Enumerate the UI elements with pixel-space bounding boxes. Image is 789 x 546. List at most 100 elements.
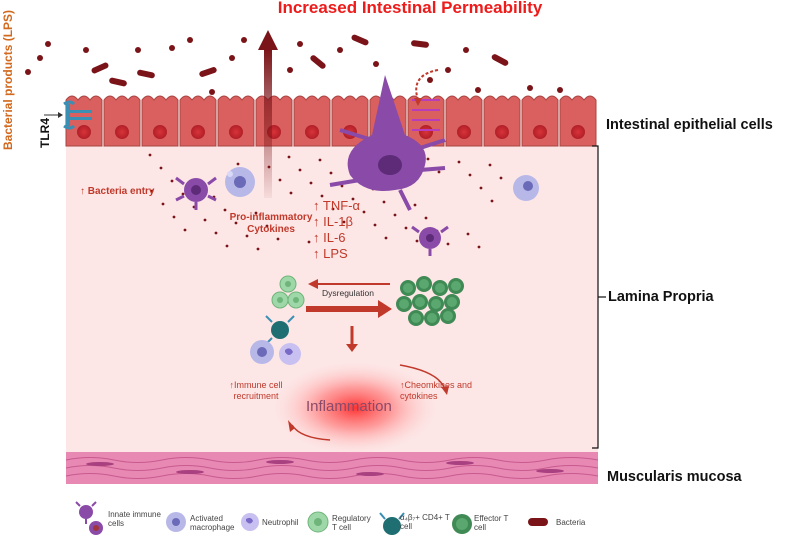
- translocated-bacterium: [437, 170, 441, 174]
- translocated-bacterium: [393, 213, 397, 217]
- bacterium: [557, 87, 563, 93]
- bacterium: [427, 77, 433, 83]
- translocated-bacterium: [426, 157, 430, 161]
- bacterium: [199, 67, 217, 77]
- legend-label-regulatory: Regulatory T cell: [332, 514, 371, 532]
- tlr4-receptor-icon: [44, 100, 92, 130]
- translocated-bacterium: [340, 184, 344, 188]
- epithelial-cell: [483, 95, 521, 147]
- cytokine-list: ↑ TNF-α ↑ IL-1β ↑ IL-6 ↑ LPS: [313, 198, 360, 262]
- innate-immune-cell-icon: [411, 225, 449, 256]
- translocated-bacterium: [362, 210, 366, 214]
- translocated-bacterium: [373, 223, 377, 227]
- inflammation-label: Inflammation: [306, 398, 392, 415]
- translocated-bacterium: [384, 236, 388, 240]
- tight-junction-icon: [412, 69, 440, 131]
- legend-regulatory-t-cell-icon: [307, 511, 329, 533]
- translocated-bacterium: [307, 240, 311, 244]
- translocated-bacterium: [278, 178, 282, 182]
- macrophage-icon: [225, 167, 255, 197]
- translocated-bacterium: [265, 224, 269, 228]
- translocated-bacterium: [245, 234, 249, 238]
- translocated-bacterium: [318, 158, 322, 162]
- bacteria-cluster: [25, 34, 563, 251]
- translocated-bacterium: [415, 239, 419, 243]
- permeability-arrow: [258, 30, 278, 198]
- translocated-bacterium: [172, 215, 176, 219]
- translocated-bacterium: [256, 247, 260, 251]
- bacterium: [135, 47, 141, 53]
- effector-t-cell: [424, 310, 440, 326]
- translocated-bacterium: [331, 207, 335, 211]
- translocated-bacterium: [351, 197, 355, 201]
- bacterium: [37, 55, 43, 61]
- bacterium: [187, 37, 193, 43]
- translocated-bacterium: [159, 166, 163, 170]
- legend-cd4-t-cell-icon: [379, 512, 405, 535]
- translocated-bacterium: [276, 237, 280, 241]
- translocated-bacterium: [457, 160, 461, 164]
- regulatory-t-cell-group: [271, 275, 305, 309]
- translocated-bacterium: [342, 220, 346, 224]
- legend-label-bacteria: Bacteria: [556, 518, 586, 527]
- legend-innate-immune-cell-icon: [75, 501, 103, 535]
- translocated-bacterium: [298, 168, 302, 172]
- translocated-bacterium: [499, 176, 503, 180]
- bacterium: [137, 69, 155, 79]
- translocated-bacterium: [468, 173, 472, 177]
- translocated-bacterium: [287, 155, 291, 159]
- translocated-bacterium: [236, 162, 240, 166]
- translocated-bacterium: [170, 179, 174, 183]
- cytokine-tnf: ↑ TNF-α: [313, 198, 360, 213]
- effector-t-cell: [416, 276, 432, 292]
- bacterium: [310, 55, 326, 69]
- bacterium: [45, 41, 51, 47]
- legend-label-neutrophil: Neutrophil: [262, 518, 299, 527]
- inflammation-glow: [273, 362, 437, 454]
- epithelial-cell: [65, 95, 103, 147]
- bacterium: [463, 47, 469, 53]
- innate-immune-cell-icon: [175, 176, 217, 210]
- translocated-bacterium: [150, 189, 154, 193]
- neutrophil-icon: [279, 343, 301, 365]
- translocated-bacterium: [404, 226, 408, 230]
- effector-t-cell: [428, 296, 444, 312]
- translocated-bacterium: [413, 203, 417, 207]
- bacterium: [109, 77, 127, 87]
- muscularis-label: Muscularis mucosa: [607, 469, 742, 485]
- dysregulation-label: Dysregulation: [322, 288, 374, 298]
- effector-t-cell-cluster: [396, 276, 464, 326]
- translocated-bacterium: [479, 186, 483, 190]
- translocated-bacterium: [161, 202, 165, 206]
- translocated-bacterium: [329, 171, 333, 175]
- bacterium: [445, 67, 451, 73]
- translocated-bacterium: [466, 232, 470, 236]
- translocated-bacterium: [320, 194, 324, 198]
- lamina-propria-label: Lamina Propria: [608, 289, 714, 305]
- effector-t-cell: [448, 278, 464, 294]
- dysregulation-arrows: [306, 279, 392, 352]
- legend-bacteria-icon: [528, 518, 548, 526]
- macrophage-icon: [513, 175, 539, 201]
- effector-t-cell: [412, 294, 428, 310]
- muscularis-mucosa: [65, 452, 599, 484]
- translocated-bacterium: [490, 199, 494, 203]
- epithelial-cell: [255, 95, 293, 147]
- bacterium: [209, 89, 215, 95]
- epithelial-cell: [103, 95, 141, 147]
- bacterium: [297, 41, 303, 47]
- bacterium: [91, 62, 109, 74]
- translocated-bacterium: [203, 218, 207, 222]
- bacterium: [229, 55, 235, 61]
- bacterium: [373, 61, 379, 67]
- immune-recruitment-label: ↑Immune cell recruitment: [229, 380, 283, 401]
- epithelial-cell-layer: [65, 95, 597, 147]
- bacterium: [337, 47, 343, 53]
- translocated-bacterium: [446, 242, 450, 246]
- effector-t-cell: [432, 280, 448, 296]
- translocated-bacterium: [214, 231, 218, 235]
- translocated-bacterium: [181, 192, 185, 196]
- macrophage-icon: [250, 340, 274, 364]
- epithelial-layer-label: Intestinal epithelial cells: [606, 117, 773, 133]
- translocated-bacterium: [488, 163, 492, 167]
